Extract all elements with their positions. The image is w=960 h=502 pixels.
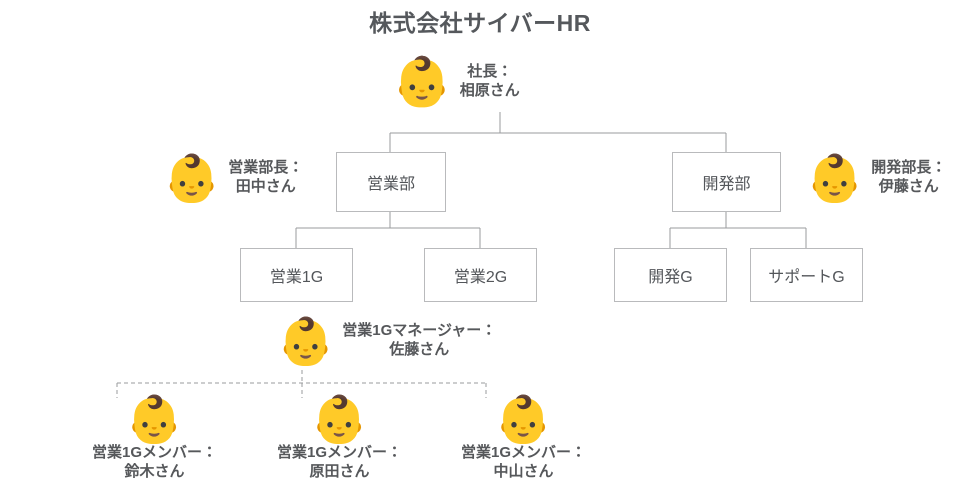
node-member-1[interactable]: 👶 営業1Gメンバー： 鈴木さん [92, 396, 217, 482]
box-sales-2g-label: 営業2G [453, 269, 508, 286]
member-3-name: 中山さん [493, 462, 554, 480]
node-sales-1g-manager[interactable]: 👶 営業1Gマネージャー： 佐藤さん [277, 318, 496, 364]
president-name: 相原さん [459, 82, 520, 99]
baby-emoji-icon: 👶 [125, 392, 184, 446]
node-president[interactable]: 👶 社長： 相原さん [392, 58, 520, 106]
node-member-3[interactable]: 👶 営業1Gメンバー： 中山さん [461, 396, 586, 482]
dev-head-name: 伊藤さん [878, 178, 939, 195]
node-dev-department-head[interactable]: 👶 開発部長： 伊藤さん [806, 155, 946, 201]
box-support-g-label: サポートG [768, 269, 845, 286]
member-1-caption: 営業1Gメンバー： 鈴木さん [92, 444, 217, 482]
sales-head-name: 田中さん [235, 178, 296, 195]
member-1-name: 鈴木さん [124, 462, 185, 480]
dev-head-caption: 開発部長： 伊藤さん [871, 159, 946, 197]
box-sales-2g[interactable]: 営業2G [424, 248, 537, 302]
node-sales-department-head[interactable]: 👶 営業部長： 田中さん [163, 155, 303, 201]
president-role: 社長： [467, 63, 513, 81]
box-dev-department[interactable]: 開発部 [672, 152, 781, 212]
box-sales-1g[interactable]: 営業1G [240, 248, 353, 302]
page-title: 株式会社サイバーHR [369, 10, 591, 36]
member-3-role: 営業1Gメンバー： [461, 444, 587, 461]
baby-emoji-icon: 👶 [277, 314, 335, 368]
box-sales-department-label: 営業部 [366, 176, 415, 193]
box-sales-department[interactable]: 営業部 [336, 152, 446, 212]
g1-manager-role: 営業1Gマネージャー： [342, 322, 497, 340]
baby-emoji-icon: 👶 [806, 151, 864, 205]
box-dev-g[interactable]: 開発G [614, 248, 727, 302]
g1-manager-caption: 営業1Gマネージャー： 佐藤さん [342, 322, 496, 360]
member-2-name: 原田さん [309, 462, 370, 480]
box-sales-1g-label: 営業1G [269, 269, 324, 286]
box-dev-department-label: 開発部 [702, 176, 751, 193]
president-caption: 社長： 相原さん [460, 63, 520, 101]
baby-emoji-icon: 👶 [494, 392, 553, 446]
member-2-caption: 営業1Gメンバー： 原田さん [277, 444, 402, 482]
dev-head-role: 開発部長： [871, 159, 947, 177]
box-dev-g-label: 開発G [648, 269, 693, 286]
box-support-g[interactable]: サポートG [750, 248, 863, 302]
member-2-role: 営業1Gメンバー： [277, 444, 403, 461]
sales-head-role: 営業部長： [228, 159, 304, 177]
baby-emoji-icon: 👶 [392, 54, 452, 110]
member-1-role: 営業1Gメンバー： [92, 444, 218, 461]
node-member-2[interactable]: 👶 営業1Gメンバー： 原田さん [277, 396, 402, 482]
member-3-caption: 営業1Gメンバー： 中山さん [461, 444, 586, 482]
baby-emoji-icon: 👶 [310, 392, 369, 446]
sales-head-caption: 営業部長： 田中さん [228, 159, 303, 197]
g1-manager-name: 佐藤さん [389, 341, 450, 358]
baby-emoji-icon: 👶 [163, 151, 221, 205]
